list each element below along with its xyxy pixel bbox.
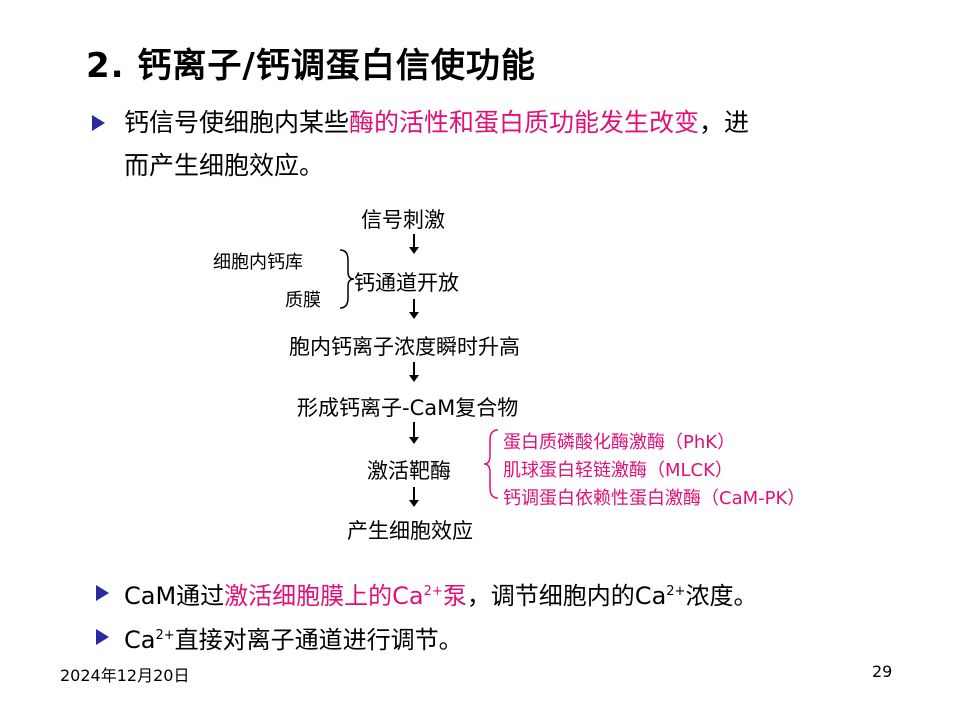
flow-arrow bbox=[409, 422, 419, 444]
flow-arrow bbox=[409, 234, 419, 254]
superscript: 2+ bbox=[423, 584, 443, 599]
flow-step-signal: 信号刺激 bbox=[361, 208, 445, 232]
flow-step-complex: 形成钙离子-CaM复合物 bbox=[297, 396, 519, 420]
flow-arrow bbox=[409, 299, 419, 319]
brace-icon bbox=[339, 249, 355, 309]
bullet-1-text-b: ，进 bbox=[699, 108, 750, 137]
bullet-arrow-icon bbox=[96, 629, 109, 645]
flow-target-phk: 蛋白质磷酸化酶激酶（PhK） bbox=[503, 432, 736, 453]
bullet-1-highlight: 酶的活性和蛋白质功能发生改变 bbox=[349, 108, 700, 137]
bullet-arrow-icon bbox=[92, 115, 105, 131]
bullet-2-text-b: ，调节细胞内的Ca bbox=[466, 582, 667, 610]
bullet-3-text-a: Ca bbox=[124, 626, 156, 654]
superscript: 2+ bbox=[666, 584, 686, 599]
bullet-2-text-a: CaM通过 bbox=[124, 582, 225, 610]
bullet-1-text-a: 钙信号使细胞内某些 bbox=[124, 108, 350, 137]
bullet-2-highlight-b: 泵 bbox=[442, 582, 467, 610]
bullet-2: CaM通过激活细胞膜上的Ca2+泵，调节细胞内的Ca2+浓度。 bbox=[124, 576, 757, 611]
superscript: 2+ bbox=[155, 628, 175, 643]
footer-date: 2024年12月20日 bbox=[60, 666, 190, 685]
bullet-3: Ca2+直接对离子通道进行调节。 bbox=[124, 620, 463, 655]
bullet-1-line-1: 钙信号使细胞内某些酶的活性和蛋白质功能发生改变，进 bbox=[124, 103, 749, 139]
slide-title: 2. 钙离子/钙调蛋白信使功能 bbox=[86, 46, 536, 86]
flow-step-cell-effect: 产生细胞效应 bbox=[347, 519, 473, 543]
bullet-1-line-2: 而产生细胞效应。 bbox=[124, 151, 325, 180]
bullet-arrow-icon bbox=[96, 585, 109, 601]
brace-icon bbox=[483, 429, 499, 499]
flow-source-membrane: 质膜 bbox=[285, 290, 321, 311]
flow-source-store: 细胞内钙库 bbox=[213, 252, 303, 273]
flow-step-activate-enzymes: 激活靶酶 bbox=[367, 459, 451, 483]
flow-arrow bbox=[409, 487, 419, 507]
bullet-2-text-c: 浓度。 bbox=[685, 582, 758, 610]
flow-step-channel-open: 钙通道开放 bbox=[354, 271, 459, 295]
flow-target-mlck: 肌球蛋白轻链激酶（MLCK） bbox=[503, 460, 733, 481]
footer-page-number: 29 bbox=[872, 662, 893, 681]
bullet-2-highlight-a: 激活细胞膜上的Ca bbox=[224, 582, 424, 610]
flow-target-campk: 钙调蛋白依赖性蛋白激酶（CaM-PK） bbox=[503, 488, 806, 509]
bullet-3-text-b: 直接对离子通道进行调节。 bbox=[174, 626, 463, 654]
flow-arrow bbox=[409, 362, 419, 382]
flow-step-calcium-rise: 胞内钙离子浓度瞬时升高 bbox=[289, 335, 520, 359]
